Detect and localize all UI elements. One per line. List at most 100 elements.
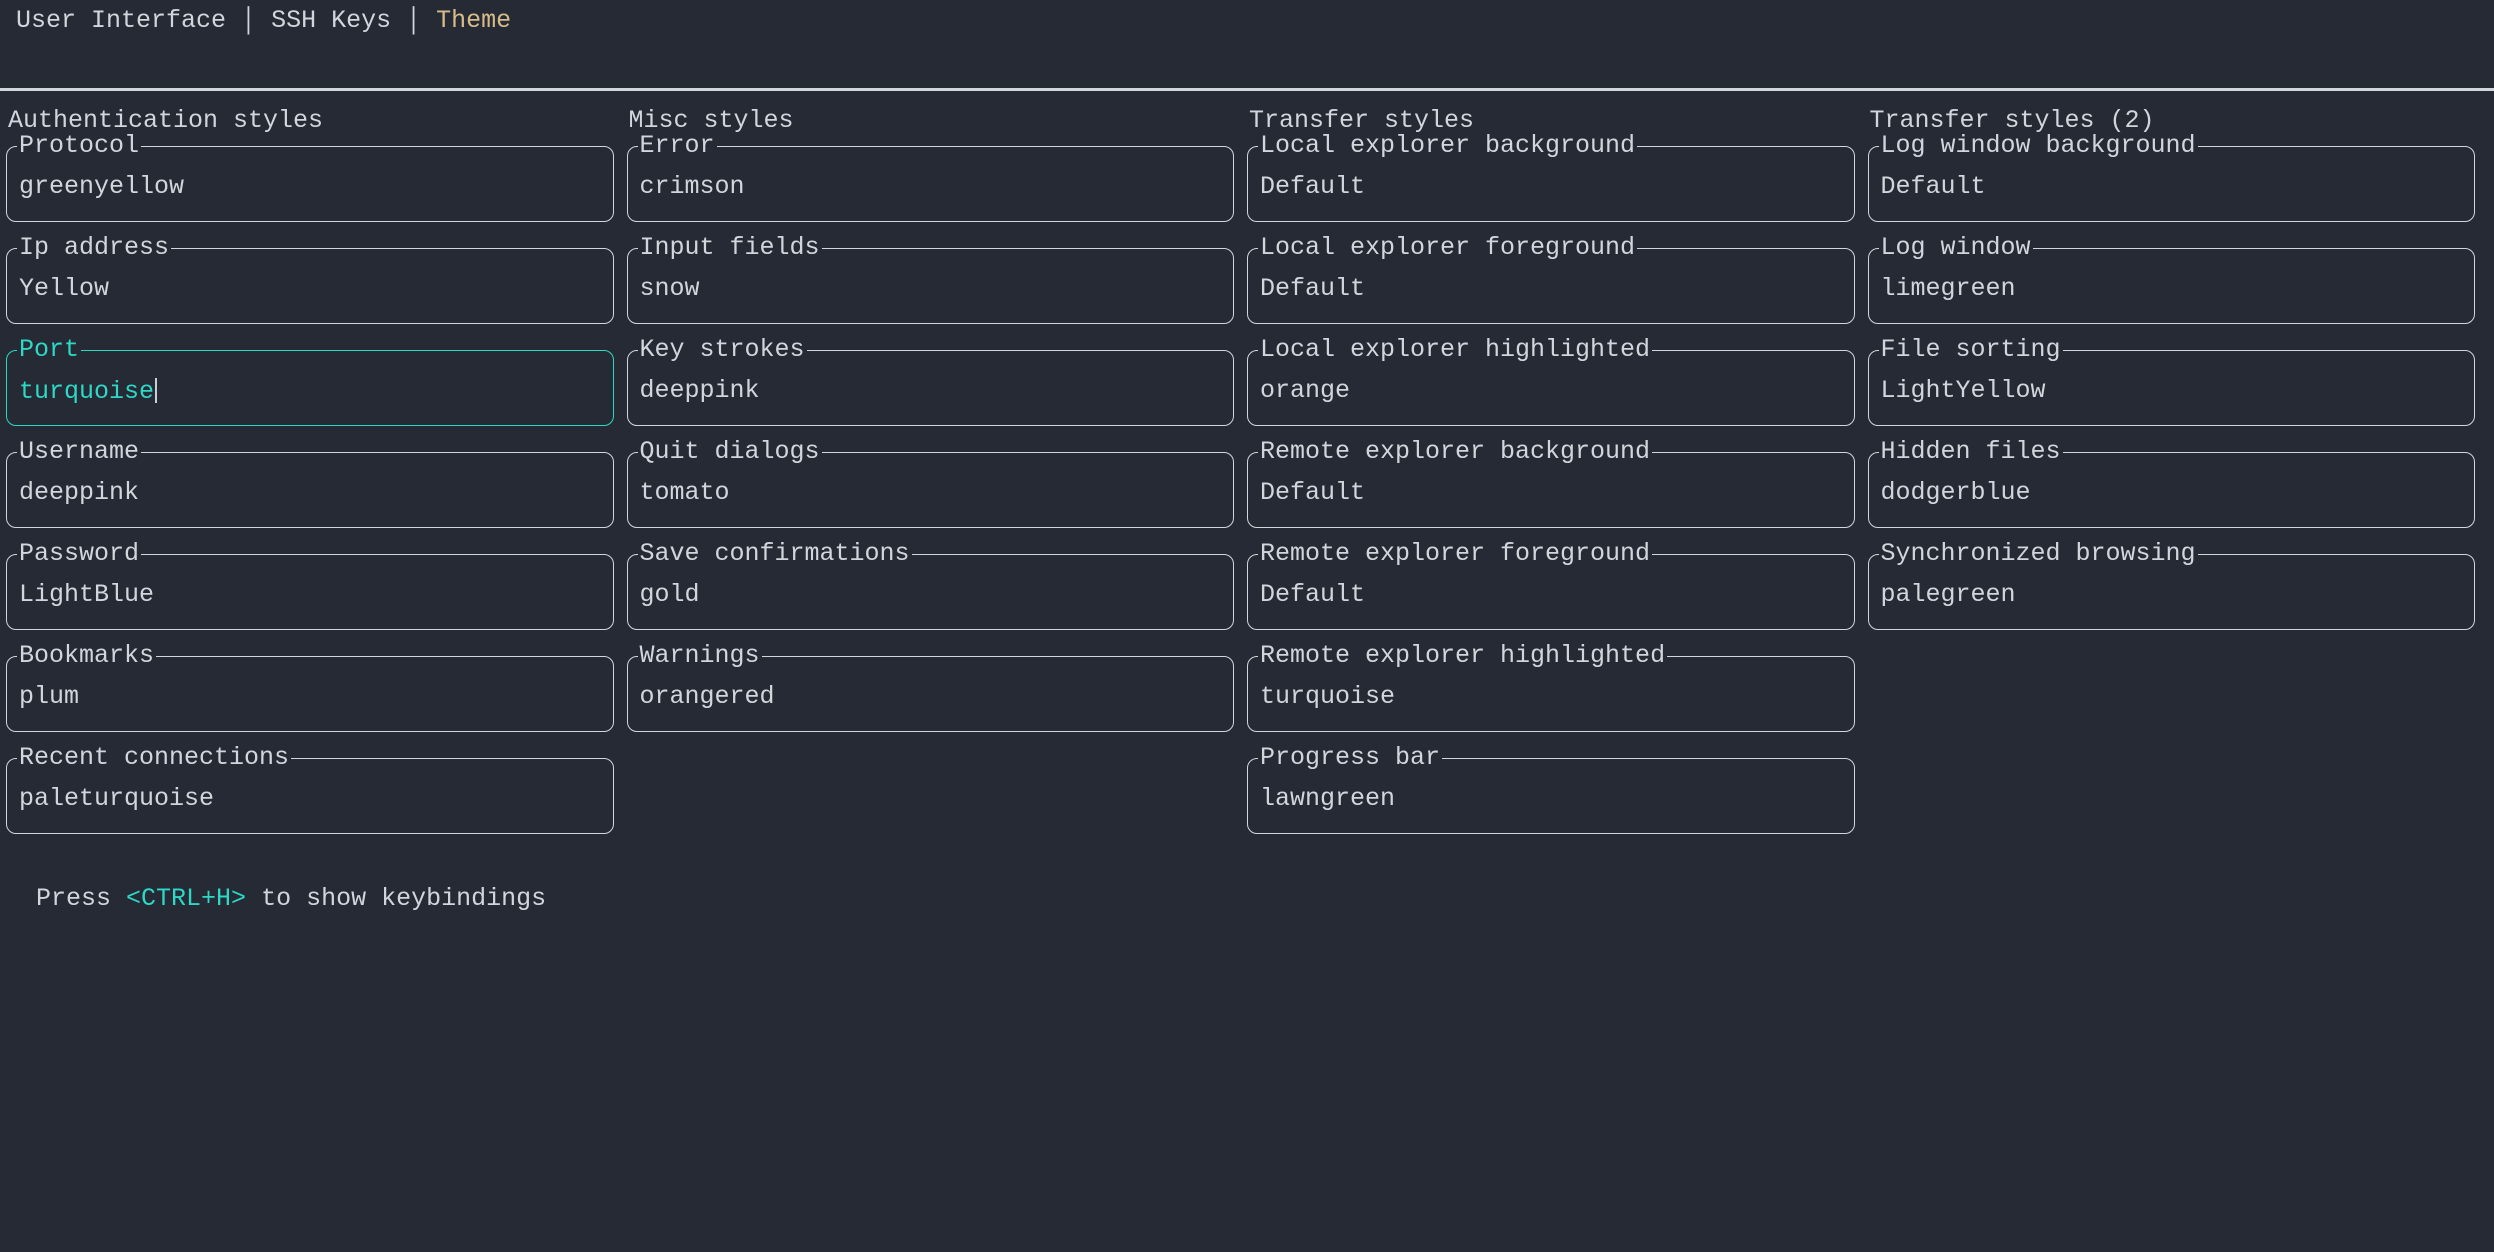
field-progress-bar[interactable]: Progress bar lawngreen bbox=[1247, 745, 1855, 834]
field-hidden-files[interactable]: Hidden files dodgerblue bbox=[1867, 439, 2475, 528]
field-label: Recent connections bbox=[17, 743, 292, 772]
field-label: Error bbox=[637, 131, 717, 160]
field-label: Log window bbox=[1878, 233, 2033, 262]
field-value-row: gold bbox=[640, 582, 700, 608]
field-label: Quit dialogs bbox=[637, 437, 822, 466]
field-label: Local explorer highlighted bbox=[1258, 335, 1653, 364]
field-value: LightYellow bbox=[1880, 376, 2046, 405]
field-label: Remote explorer background bbox=[1258, 437, 1653, 466]
field-value-row: greenyellow bbox=[19, 174, 184, 200]
field-value: gold bbox=[639, 580, 700, 609]
field-value: paleturquoise bbox=[19, 784, 215, 813]
field-label: Hidden files bbox=[1878, 437, 2063, 466]
tab-separator: │ bbox=[226, 6, 272, 35]
field-port[interactable]: Port turquoise bbox=[6, 337, 614, 426]
status-text-prefix: Press bbox=[36, 884, 127, 913]
field-value: deeppink bbox=[639, 376, 760, 405]
field-value-row: Yellow bbox=[19, 276, 109, 302]
field-value-row: LightYellow bbox=[1881, 378, 2046, 404]
field-value: orangered bbox=[639, 682, 775, 711]
field-value: limegreen bbox=[1880, 274, 2016, 303]
field-value: dodgerblue bbox=[1880, 478, 2031, 507]
field-value-row: lawngreen bbox=[1260, 786, 1395, 812]
column-transfer-styles-2: Transfer styles (2)Log window background… bbox=[1867, 106, 2475, 656]
field-error[interactable]: Error crimson bbox=[626, 133, 1234, 222]
field-label: Input fields bbox=[637, 233, 822, 262]
field-label: Remote explorer highlighted bbox=[1258, 641, 1668, 670]
field-value: Default bbox=[1260, 580, 1366, 609]
field-label: Password bbox=[17, 539, 142, 568]
field-value: tomato bbox=[639, 478, 730, 507]
status-bar: Press <CTRL+H> to show keybindings bbox=[0, 860, 2494, 912]
field-value-row: turquoise bbox=[19, 377, 158, 406]
field-warnings[interactable]: Warnings orangered bbox=[626, 643, 1234, 732]
field-label: Bookmarks bbox=[17, 641, 157, 670]
field-value: turquoise bbox=[19, 377, 155, 406]
field-remote-explorer-highlighted[interactable]: Remote explorer highlighted turquoise bbox=[1247, 643, 1855, 732]
field-value-row: plum bbox=[19, 684, 79, 710]
field-value: greenyellow bbox=[19, 172, 185, 201]
field-value-row: limegreen bbox=[1881, 276, 2016, 302]
column-title: Transfer styles (2) bbox=[1869, 106, 2155, 135]
field-label: Warnings bbox=[637, 641, 762, 670]
field-value-row: Default bbox=[1260, 480, 1365, 506]
field-value-row: Default bbox=[1260, 174, 1365, 200]
field-label: Key strokes bbox=[637, 335, 807, 364]
field-label: Port bbox=[17, 335, 82, 364]
field-value-row: Default bbox=[1881, 174, 1986, 200]
column-title: Transfer styles bbox=[1249, 106, 1475, 135]
divider bbox=[0, 88, 2494, 91]
tab-theme[interactable]: Theme bbox=[436, 6, 512, 35]
field-label: File sorting bbox=[1878, 335, 2063, 364]
field-label: Synchronized browsing bbox=[1878, 539, 2198, 568]
field-bookmarks[interactable]: Bookmarks plum bbox=[6, 643, 614, 732]
field-value-row: paleturquoise bbox=[19, 786, 214, 812]
field-value: Default bbox=[1260, 172, 1366, 201]
field-quit-dialogs[interactable]: Quit dialogs tomato bbox=[626, 439, 1234, 528]
field-value-row: Default bbox=[1260, 276, 1365, 302]
field-label: Progress bar bbox=[1258, 743, 1443, 772]
field-value-row: crimson bbox=[640, 174, 745, 200]
field-value-row: tomato bbox=[640, 480, 730, 506]
column-title: Misc styles bbox=[628, 106, 794, 135]
tab-bar: User Interface │ SSH Keys │ Theme bbox=[0, 0, 2494, 88]
field-value: Default bbox=[1260, 478, 1366, 507]
field-label: Local explorer foreground bbox=[1258, 233, 1638, 262]
field-value: turquoise bbox=[1260, 682, 1396, 711]
field-value: LightBlue bbox=[19, 580, 155, 609]
field-value-row: snow bbox=[640, 276, 700, 302]
tab-user-interface[interactable]: User Interface bbox=[16, 6, 227, 35]
field-value: plum bbox=[19, 682, 80, 711]
field-recent-connections[interactable]: Recent connections paleturquoise bbox=[6, 745, 614, 834]
field-value: Default bbox=[1260, 274, 1366, 303]
keybinding-hint: <CTRL+H> bbox=[126, 884, 247, 913]
field-label: Local explorer background bbox=[1258, 131, 1638, 160]
field-value-row: LightBlue bbox=[19, 582, 154, 608]
field-value: crimson bbox=[639, 172, 745, 201]
field-value: snow bbox=[639, 274, 700, 303]
field-value-row: deeppink bbox=[640, 378, 760, 404]
text-cursor bbox=[155, 378, 158, 403]
field-key-strokes[interactable]: Key strokes deeppink bbox=[626, 337, 1234, 426]
field-log-window[interactable]: Log window limegreen bbox=[1867, 235, 2475, 324]
field-value-row: deeppink bbox=[19, 480, 139, 506]
tab-ssh-keys[interactable]: SSH Keys bbox=[271, 6, 392, 35]
field-input-fields[interactable]: Input fields snow bbox=[626, 235, 1234, 324]
